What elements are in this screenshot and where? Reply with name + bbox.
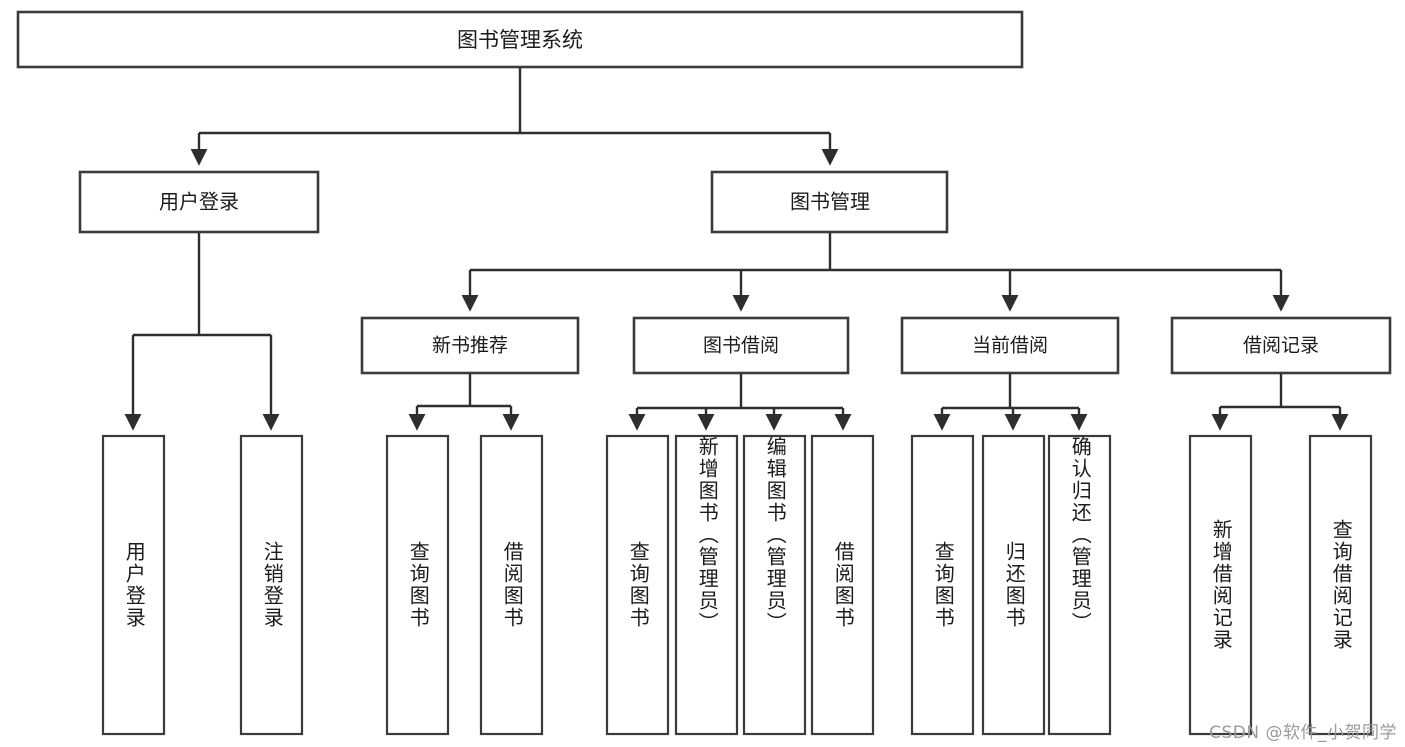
node-user-login[interactable]: 用户登录 [78,170,320,234]
leaf-box-add-book-admin[interactable] [674,434,739,736]
node-book-borrow[interactable]: 图书借阅 [632,316,850,375]
node-book-borrow-label: 图书借阅 [703,335,779,357]
connector-current-borrow-to-leaves [933,373,1088,431]
leaf-box-query-book-current[interactable] [910,434,975,736]
connector-book-management-to-level2 [461,232,1290,312]
node-book-management-label: 图书管理 [790,190,870,214]
leaf-box-edit-book-admin[interactable] [742,434,807,736]
node-new-book-recommend[interactable]: 新书推荐 [360,316,580,375]
node-user-login-label: 用户登录 [159,190,239,214]
leaf-box-query-book-new[interactable] [385,434,450,736]
leaf-box-confirm-return-admin[interactable] [1047,434,1112,736]
connector-root-to-level1 [190,67,839,166]
leaf-box-borrow-book-new[interactable] [479,434,544,736]
leaf-boxes [101,434,1373,736]
node-current-borrow[interactable]: 当前借阅 [900,316,1120,375]
connector-book-borrow-to-leaves [628,373,852,431]
node-borrow-record[interactable]: 借阅记录 [1170,316,1392,375]
leaf-box-add-borrow-record[interactable] [1188,434,1253,736]
node-book-management[interactable]: 图书管理 [710,170,949,234]
leaf-box-query-book-borrow[interactable] [605,434,670,736]
watermark-text: CSDN @软件_小贺同学 [1209,723,1397,743]
leaf-box-query-borrow-record[interactable] [1308,434,1373,736]
node-borrow-record-label: 借阅记录 [1243,335,1319,357]
leaf-box-return-book[interactable] [981,434,1046,736]
leaf-box-logout[interactable] [239,434,304,736]
connector-new-book-recommend-to-leaves [408,373,520,431]
connector-user-login-to-leaves [124,232,280,431]
node-root-label: 图书管理系统 [457,28,583,52]
connector-borrow-record-to-leaves [1211,373,1349,431]
node-root-system[interactable]: 图书管理系统 [16,10,1024,69]
node-current-borrow-label: 当前借阅 [972,335,1048,357]
leaf-box-borrow-book[interactable] [810,434,875,736]
node-new-book-recommend-label: 新书推荐 [432,335,508,357]
leaf-box-user-login[interactable] [101,434,166,736]
